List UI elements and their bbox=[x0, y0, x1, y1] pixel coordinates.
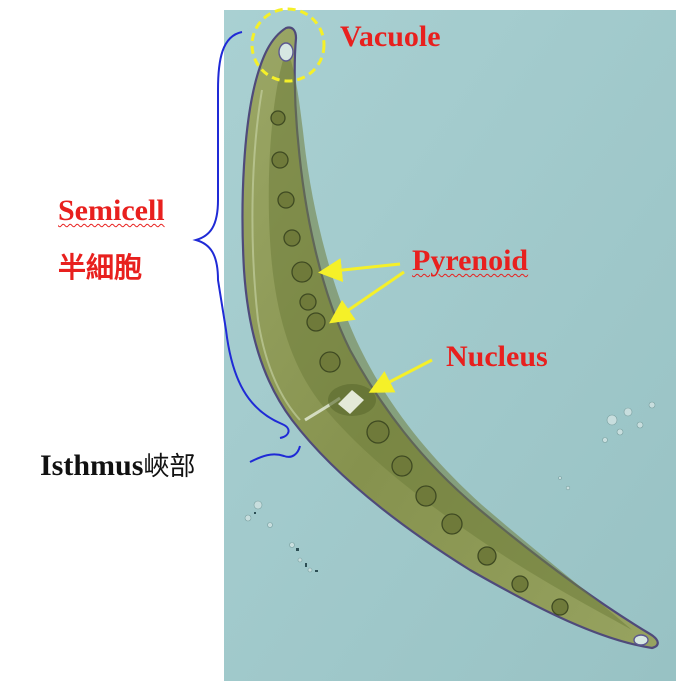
debris-dark-bits bbox=[254, 512, 318, 572]
pyrenoid-granules bbox=[270, 110, 569, 616]
vacuole-highlight-circle bbox=[250, 7, 326, 83]
nucleus bbox=[328, 384, 376, 416]
nucleus-label: Nucleus bbox=[446, 340, 548, 373]
pyrenoid-arrow-lower bbox=[329, 270, 405, 324]
semicell-cjk-label: 半細胞 bbox=[58, 251, 143, 284]
nucleus-arrow bbox=[368, 358, 433, 393]
vacuole-bottom bbox=[633, 634, 649, 646]
pyrenoid-label: Pyrenoid bbox=[412, 244, 529, 277]
isthmus-cjk-label: 峽部 bbox=[143, 452, 196, 482]
semicell-brace bbox=[192, 31, 290, 439]
vacuole-top bbox=[278, 42, 294, 62]
debris-particles bbox=[244, 401, 656, 573]
vacuole-label: Vacuole bbox=[340, 20, 441, 53]
semicell-label: Semicell bbox=[58, 194, 165, 227]
pyrenoid-arrow-upper bbox=[318, 258, 401, 283]
isthmus-label: Isthmus bbox=[40, 449, 144, 482]
isthmus-label-group: Isthmus峽部 bbox=[40, 446, 195, 483]
isthmus-pointer bbox=[249, 445, 301, 463]
